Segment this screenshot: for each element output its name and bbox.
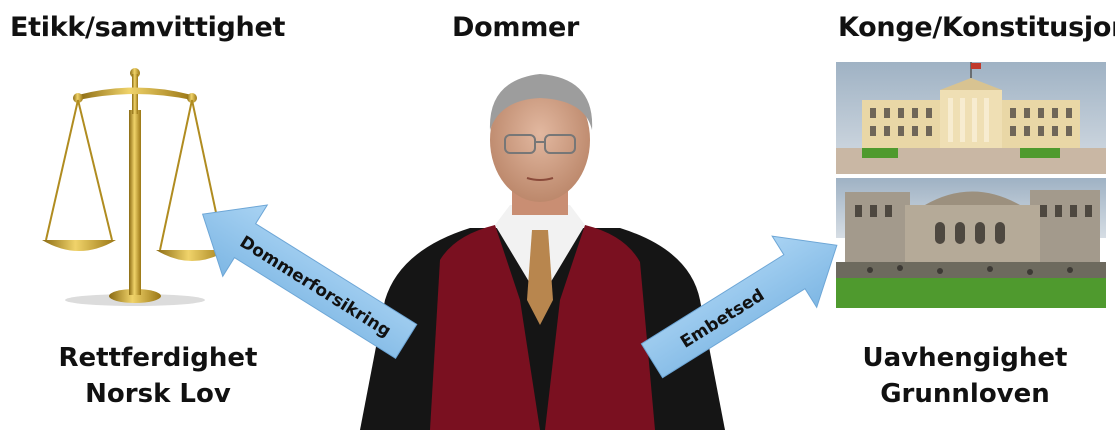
label-uavhengighet: Uavhengighet (862, 343, 1068, 373)
parliament-photo (836, 178, 1106, 308)
heading-king-constitution: Konge/Konstitusjon (838, 12, 1115, 43)
bottom-right-labels: Uavhengighet Grunnloven (830, 340, 1100, 412)
bottom-left-labels: Rettferdighet Norsk Lov (28, 340, 288, 412)
arrow-label-dommerforsikring: Dommerforsikring (236, 232, 394, 341)
heading-judge: Dommer (452, 12, 580, 43)
royal-palace-photo (836, 62, 1106, 174)
label-norsk-lov: Norsk Lov (85, 379, 231, 409)
heading-ethics: Etikk/samvittighet (10, 12, 286, 43)
scales-of-justice-image (42, 68, 228, 306)
label-rettferdighet: Rettferdighet (58, 343, 258, 373)
judge-photo (360, 74, 725, 430)
label-grunnloven: Grunnloven (880, 379, 1050, 409)
